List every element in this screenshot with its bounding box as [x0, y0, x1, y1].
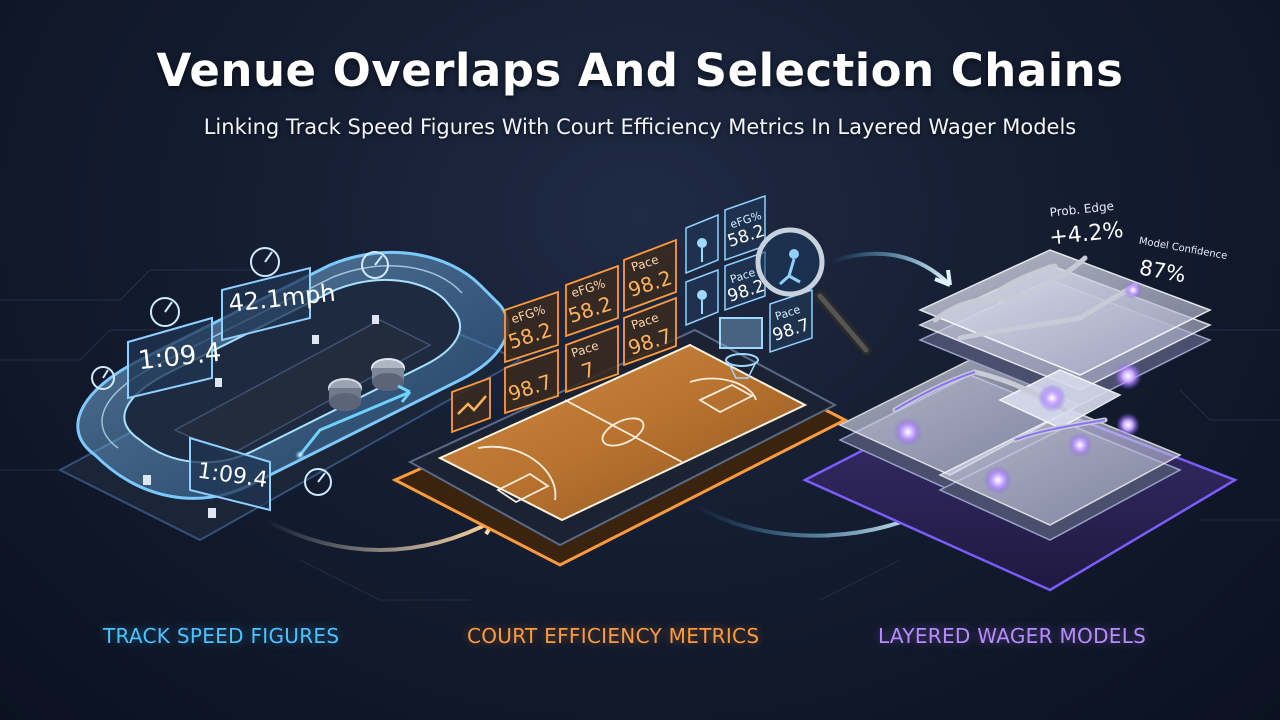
- basketball-hoop-icon: [719, 317, 763, 379]
- page-subtitle: Linking Track Speed Figures With Court E…: [203, 115, 1077, 139]
- track-time-panel-top: [127, 316, 213, 400]
- magnifying-glass-icon: [755, 227, 872, 356]
- starting-gate-icon: [328, 358, 405, 411]
- model-confidence-value: 87%: [1137, 255, 1187, 287]
- layered-model-stack: [838, 249, 1212, 541]
- wager-section-label: LAYERED WAGER MODELS: [878, 624, 1147, 648]
- track-direction-arrow: [298, 390, 411, 456]
- track-section: 1:09.4 42.1mph 1:09.4: [57, 247, 523, 542]
- court-section-label: COURT EFFICIENCY METRICS: [467, 624, 760, 648]
- model-node-lights: [894, 281, 1142, 494]
- court-metric-cards: [451, 238, 677, 434]
- court-section: eFG% eFG% Pace Pace Pace 58.2 58.2 98.2 …: [391, 194, 872, 567]
- track-speed-panel: [221, 266, 311, 342]
- player-metric-cards: [685, 194, 813, 354]
- prob-edge-label: Prob. Edge: [1049, 199, 1115, 220]
- track-section-label: TRACK SPEED FIGURES: [103, 624, 340, 648]
- speedometer-icon: [91, 247, 389, 496]
- track-time-panel-bottom: [189, 436, 271, 512]
- flow-arrow-track-to-court: [264, 518, 496, 552]
- background-circuit-lines: [0, 269, 1280, 601]
- page-title: Venue Overlaps And Selection Chains: [156, 44, 1124, 97]
- prob-edge-value: +4.2%: [1048, 218, 1125, 251]
- flow-arrow-insight-to-wager: [829, 251, 952, 287]
